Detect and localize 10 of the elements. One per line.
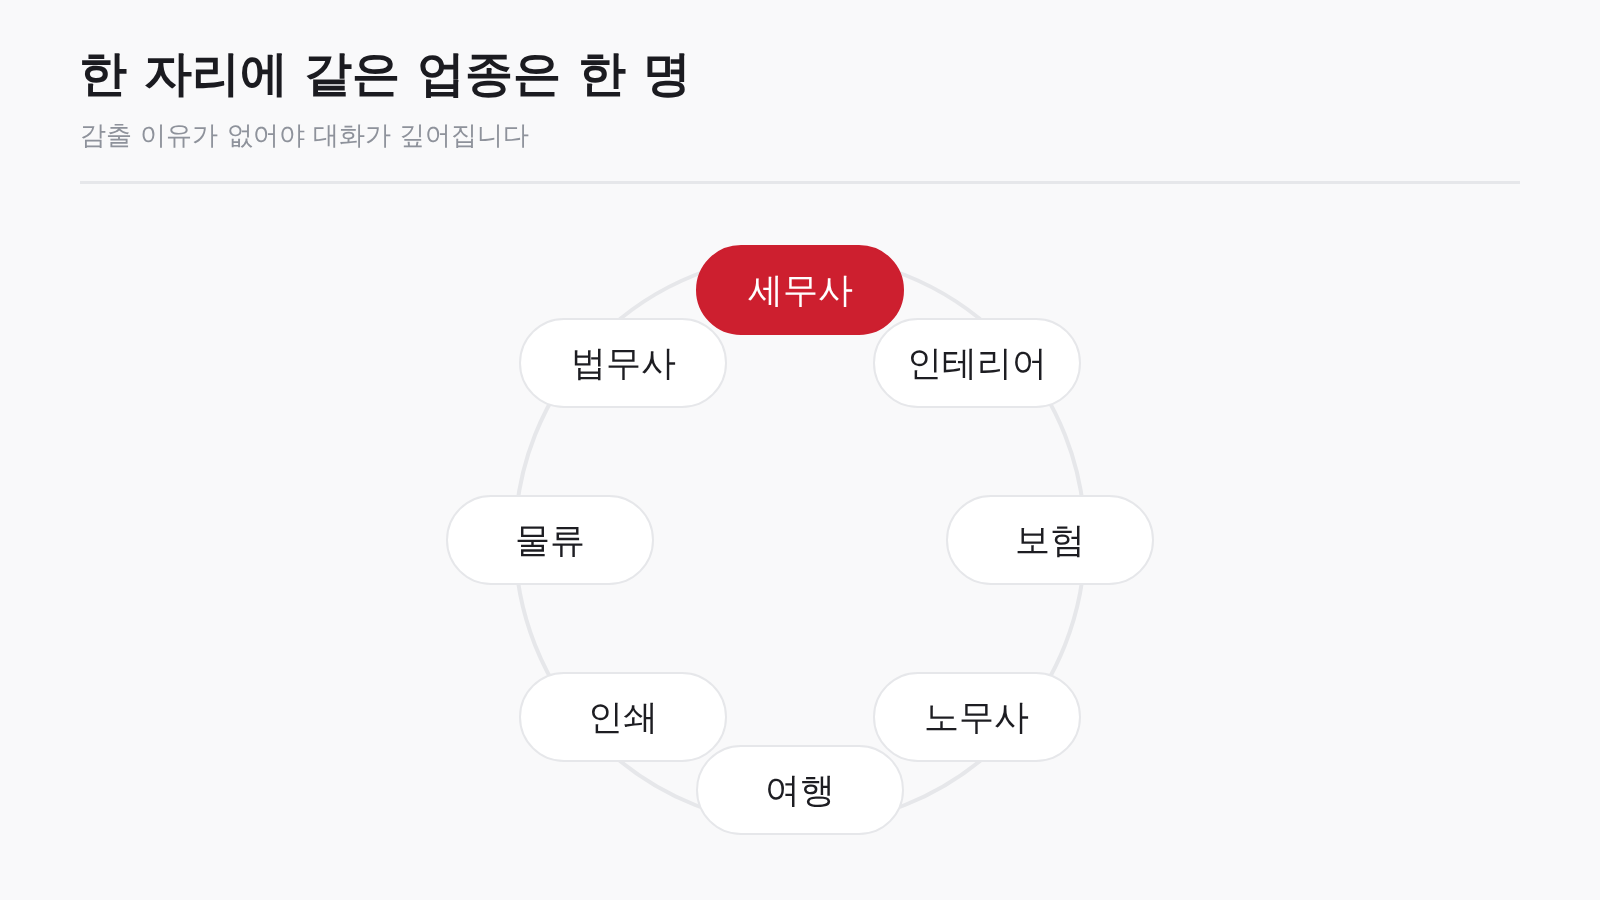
- industry-label: 법무사: [570, 342, 676, 385]
- industry-label: 인테리어: [906, 342, 1047, 385]
- subtitle: 감출 이유가 없어야 대화가 깊어집니다: [80, 120, 530, 152]
- industry-label: 물류: [515, 519, 585, 561]
- industry-label: 보험: [1015, 519, 1085, 561]
- industry-label: 세무사: [747, 269, 853, 311]
- industry-label: 인쇄: [588, 695, 659, 738]
- page-title: 한 자리에 같은 업종은 한 명: [79, 45, 691, 103]
- industry-label: 여행: [765, 769, 835, 811]
- industry-label: 노무사: [924, 695, 1030, 738]
